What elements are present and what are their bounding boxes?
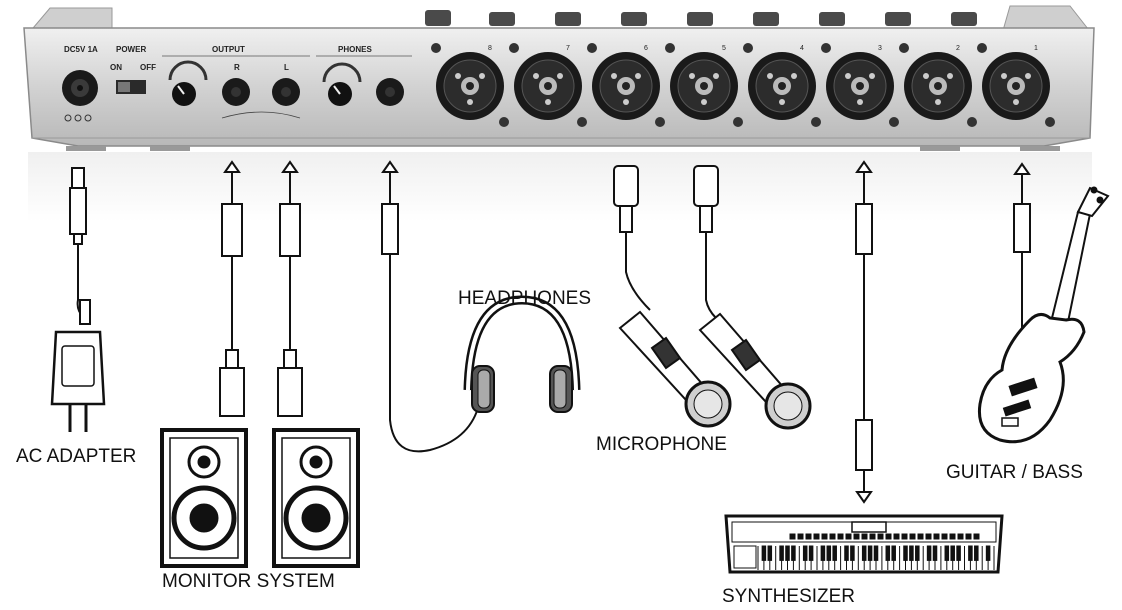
label-headphones: HEADPHONES [458,288,591,309]
top-knobs [425,10,977,26]
combo-input-number: 2 [956,45,960,52]
power-off-label: OFF [140,63,156,72]
synthesizer [724,514,1004,574]
phones-label: PHONES [338,45,372,54]
combo-input-6: 6 [587,43,665,127]
monitor-speaker-left [160,428,248,568]
combo-input-number: 1 [1034,45,1038,52]
combo-input-2: 2 [899,43,977,127]
microphone-right [698,312,812,430]
power-switch [116,80,146,94]
dc-jack [62,70,98,122]
combo-input-3: 3 [821,43,899,127]
phones-jack [376,78,404,106]
combo-input-number: 7 [566,45,570,52]
synth-keys [733,533,995,570]
combo-input-number: 3 [878,45,882,52]
monitor-cables [219,160,303,417]
combo-input-number: 6 [644,45,648,52]
synth-cable [855,160,873,504]
output-jacks [221,78,301,119]
phones-level-knob [322,62,362,106]
combo-input-number: 4 [800,45,804,52]
device-rear-panel: DC5V 1A POWER ON OFF OUTPUT R L PHONES [23,5,1095,151]
guitar-bass [977,186,1110,444]
label-synthesizer: SYNTHESIZER [722,586,855,607]
output-l-label: L [284,63,289,72]
headphones [381,160,581,453]
output-r-label: R [234,63,240,72]
combo-input-8: 8 [431,43,509,127]
combo-input-7: 7 [509,43,587,127]
output-level-knob [168,60,208,106]
label-microphone: MICROPHONE [596,434,727,455]
power-on-label: ON [110,63,122,72]
combo-input-4: 4 [743,43,821,127]
label-ac-adapter: AC ADAPTER [16,446,136,467]
power-label: POWER [116,45,146,54]
microphone-left [618,310,732,428]
label-monitor-system: MONITOR SYSTEM [162,571,335,592]
combo-input-number: 8 [488,45,492,52]
dc-label: DC5V 1A [64,45,98,54]
ac-adapter [50,167,106,432]
microphone-cables [613,165,719,319]
combo-input-5: 5 [665,43,743,127]
combo-input-1: 1 [977,43,1055,127]
output-label: OUTPUT [212,45,245,54]
combo-input-number: 5 [722,45,726,52]
combo-inputs: 8 7 6 5 4 3 2 1 [431,43,1055,127]
monitor-speaker-right [272,428,360,568]
panel-reflection [28,152,1092,222]
label-guitar-bass: GUITAR / BASS [946,462,1083,483]
